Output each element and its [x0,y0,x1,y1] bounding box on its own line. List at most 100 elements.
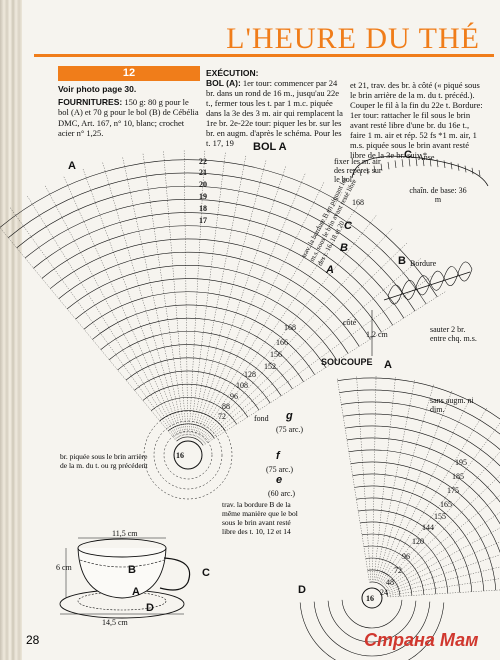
sc-144: 144 [422,523,434,532]
bol-round-arc [100,317,304,382]
soucoupe-stitch-ray [372,376,377,581]
anse-stitch [450,161,453,170]
bordure-loop [457,268,473,282]
soucoupe-stitch-ray [386,512,500,589]
soucoupe-round-arc [363,545,425,595]
round-22: 22 [199,157,207,166]
anse-stitch [373,165,376,173]
anse-stitch [415,158,418,167]
bol-stitch-ray [202,242,408,442]
size-12cm: 1,2 cm [366,330,388,339]
soucoupe-round-arc [354,485,485,591]
label-d-soucoupe: D [298,584,306,596]
label-c-anse: C [404,149,412,161]
bol-stitch-ray [63,176,181,437]
soucoupe-round-arc [356,497,473,592]
count-168-top: 168 [352,198,364,207]
count-152: 152 [264,362,276,371]
label-a-soucoupe: A [384,359,392,371]
soucoupe-stitch-ray [376,384,434,581]
bordure-loop [387,291,403,305]
bordure-picot [443,266,459,278]
soucoupe-stitch-ray [389,566,500,594]
soucoupe-stitch-ray [388,541,500,591]
execution-heading: EXÉCUTION: [206,68,259,78]
anse-stitch [457,163,460,171]
bordure-loop [415,282,431,296]
anse-stitch [464,165,467,173]
bol-stitch-ray [9,207,177,439]
materials-text: 150 g: 80 g pour le bol (A) et 70 g pour… [58,96,199,139]
dim-6cm: 6 cm [56,563,72,572]
bol-round-arc [167,423,215,439]
soucoupe-stitch-ray [379,398,470,582]
arc-75-f: (75 arc.) [266,465,294,474]
pattern-number: 12 [58,66,200,81]
bol-stitch-ray [82,168,182,437]
bol-stitch-ray [200,215,377,440]
bol-stitch-ray [183,150,188,436]
bol-base-ring [163,430,213,480]
bol-round-arc [83,291,327,368]
soucoupe-round-arc [367,569,401,597]
marker-a: A [326,264,334,276]
round-17: 17 [199,216,207,225]
cup-body [77,547,167,599]
soucoupe-round-arc [337,377,500,420]
bordure-picot [387,284,403,297]
soucoupe-stitch-ray [385,495,500,587]
label-f: f [276,450,280,462]
pattern-info: 12 Voir photo page 30. FOURNITURES: 150 … [58,66,200,198]
soucoupe-stitch-ray [381,407,488,583]
execution-text-2: et 21, trav. des br. à côté (« piqué sou… [350,80,483,160]
anse-stitch [429,158,432,167]
count-128: 128 [244,370,256,379]
soucoupe-stitch-ray [384,475,500,586]
label-e: e [276,474,283,486]
watermark: Страна Мам [364,630,479,650]
bol-round-arc [41,225,382,333]
soucoupe-round-arc [343,413,500,467]
title-bar: L'HEURE DU THÉ [34,22,494,57]
center-16-bol: 16 [176,451,184,460]
cote-label: côté [343,318,357,327]
anse-curve [351,155,489,187]
sc-195: 195 [455,458,467,467]
count-168: 168 [284,323,296,332]
soucoupe-round-arc [361,533,437,595]
bordure-base-line [383,271,471,301]
soucoupe-stitch-ray [337,378,370,581]
anse-stitch [380,163,383,171]
sc-165: 165 [440,500,452,509]
count-72: 72 [218,412,226,421]
stitch-note: br. piquée sous le brin arrière de la m.… [60,452,148,470]
anse-stitch [394,160,397,169]
soucoupe-center-ring [361,587,383,609]
bol-stitch-ray [102,162,183,436]
anse-stitch [422,158,425,167]
soucoupe-round-arc [348,449,500,525]
soucoupe-base-arc [299,602,445,660]
bol-round-arc [8,172,427,305]
bol-stitch-ray [192,160,267,436]
bol-stitch-ray [27,195,178,439]
cup-rim [77,538,167,558]
bol-round-arc [50,238,371,340]
bol-round-arc [33,212,393,326]
sc-120: 120 [412,537,424,546]
anse-stitch [471,167,474,175]
soucoupe-stitch-ray [356,376,371,581]
anse-diagram [351,155,489,187]
sc-185: 185 [452,472,464,481]
sc-48: 48 [386,578,394,587]
bol-round-arc [176,436,204,446]
anse-stitch [436,159,439,168]
bol-round-arc [117,344,282,397]
bol-round-arc [58,251,360,347]
anse-stitch [366,167,369,175]
bol-stitch-ray [195,173,306,437]
bordure-picot [401,280,417,292]
bol-base-ring [153,420,223,490]
bol-center-ring [173,440,203,470]
